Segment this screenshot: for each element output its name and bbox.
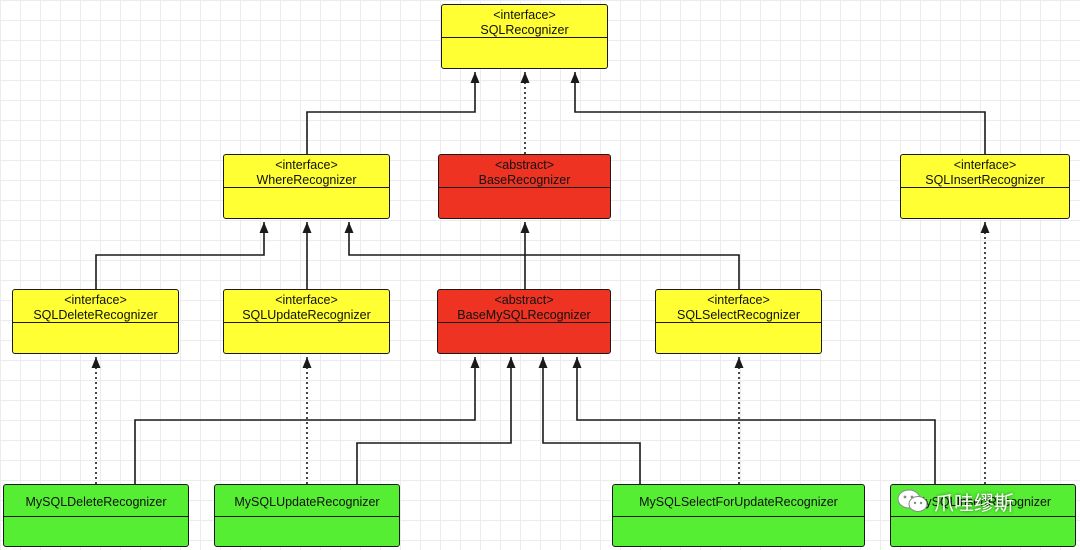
edge-arrowhead <box>91 357 101 368</box>
edge-arrowhead <box>506 357 516 368</box>
node-name: BaseMySQLRecognizer <box>457 308 591 322</box>
node-sqlinsertrecognizer[interactable]: <interface> SQLInsertRecognizer <box>900 154 1070 219</box>
node-name: SQLSelectRecognizer <box>677 308 800 322</box>
edge-arrowhead <box>520 72 530 83</box>
edge-arrowhead <box>344 222 354 233</box>
edge-arrowhead <box>538 357 548 368</box>
node-baserecognizer[interactable]: <abstract> BaseRecognizer <box>438 154 611 219</box>
edge-arrowhead <box>520 222 530 233</box>
node-mysqlupdaterecognizer[interactable]: MySQLUpdateRecognizer <box>214 484 400 547</box>
edge-whererecognizer-to-sqlrecognizer <box>306 72 480 154</box>
node-stereotype: <abstract> <box>494 158 555 172</box>
node-basemysqlrecognizer[interactable]: <abstract> BaseMySQLRecognizer <box>437 289 611 354</box>
edge-arrowhead <box>302 357 312 368</box>
edge-basemysqlrecognizer-to-baserecognizer <box>520 222 530 289</box>
edge-arrowhead <box>980 222 990 233</box>
node-sqldeleterecognizer[interactable]: <interface> SQLDeleteRecognizer <box>12 289 179 354</box>
edge-arrowhead <box>302 222 312 233</box>
node-name: SQLInsertRecognizer <box>925 173 1045 187</box>
edge-line <box>356 357 512 484</box>
node-name: SQLUpdateRecognizer <box>242 308 371 322</box>
node-mysqlinsertrecognizer[interactable]: MySQLInsertRecognizer <box>890 484 1076 547</box>
edge-mysqlselectforupdaterecognizer-to-basemysqlrecognizer <box>538 357 641 484</box>
node-name: BaseRecognizer <box>478 173 571 187</box>
node-stereotype: <interface> <box>64 293 127 307</box>
node-name: SQLDeleteRecognizer <box>33 308 158 322</box>
node-sqlrecognizer[interactable]: <interface> SQLRecognizer <box>441 4 608 69</box>
edge-mysqlupdaterecognizer-to-sqlupdaterecognizer <box>302 357 312 484</box>
watermark-text: 爪哇缪斯 <box>934 492 1014 515</box>
edge-arrowhead <box>570 72 580 83</box>
edge-mysqldeleterecognizer-to-basemysqlrecognizer <box>134 357 480 484</box>
node-sqlupdaterecognizer[interactable]: <interface> SQLUpdateRecognizer <box>223 289 390 354</box>
node-name: WhereRecognizer <box>256 173 357 187</box>
edge-line <box>134 357 476 484</box>
edge-arrowhead <box>470 72 480 83</box>
node-name: SQLRecognizer <box>480 23 569 37</box>
node-stereotype: <interface> <box>493 8 556 22</box>
node-stereotype: <interface> <box>275 158 338 172</box>
node-stereotype: <interface> <box>953 158 1017 172</box>
edge-arrowhead <box>470 357 480 368</box>
node-name: MySQLSelectForUpdateRecognizer <box>639 495 838 509</box>
edge-arrowhead <box>572 357 582 368</box>
wechat-icon <box>897 489 928 512</box>
edge-sqlselectrecognizer-to-whererecognizer <box>344 222 740 289</box>
node-stereotype: <abstract> <box>494 293 554 307</box>
node-name: MySQLInsertRecognizer <box>914 495 1052 509</box>
node-sqlselectrecognizer[interactable]: <interface> SQLSelectRecognizer <box>655 289 822 354</box>
node-mysqlselectforupdaterecognizer[interactable]: MySQLSelectForUpdateRecognizer <box>612 484 865 547</box>
edge-line <box>542 357 641 484</box>
node-stereotype: <interface> <box>275 293 338 307</box>
edge-arrowhead <box>259 222 269 233</box>
edge-line <box>95 222 265 289</box>
edge-line <box>348 222 740 289</box>
node-whererecognizer[interactable]: <interface> WhereRecognizer <box>223 154 390 219</box>
edge-line <box>574 72 986 154</box>
node-mysqldeleterecognizer[interactable]: MySQLDeleteRecognizer <box>3 484 189 547</box>
edge-line <box>576 357 936 484</box>
edge-mysqlinsertrecognizer-to-sqlinsertrecognizer <box>980 222 990 484</box>
edge-sqlinsertrecognizer-to-sqlrecognizer <box>570 72 986 154</box>
watermark: 爪哇缪斯 <box>896 488 1014 515</box>
node-stereotype: <interface> <box>707 293 770 307</box>
node-name: MySQLDeleteRecognizer <box>25 495 167 509</box>
edge-arrowhead <box>734 357 744 368</box>
edge-mysqldeleterecognizer-to-sqldeleterecognizer <box>91 357 101 484</box>
edge-line <box>306 72 476 154</box>
node-name: MySQLUpdateRecognizer <box>234 495 380 509</box>
edge-mysqlupdaterecognizer-to-basemysqlrecognizer <box>356 357 516 484</box>
edge-mysqlselectforupdaterecognizer-to-sqlselectrecognizer <box>734 357 744 484</box>
edge-sqldeleterecognizer-to-whererecognizer <box>95 222 269 289</box>
edge-sqlupdaterecognizer-to-whererecognizer <box>302 222 312 289</box>
edge-mysqlinsertrecognizer-to-basemysqlrecognizer <box>572 357 936 484</box>
edge-baserecognizer-to-sqlrecognizer <box>520 72 530 154</box>
